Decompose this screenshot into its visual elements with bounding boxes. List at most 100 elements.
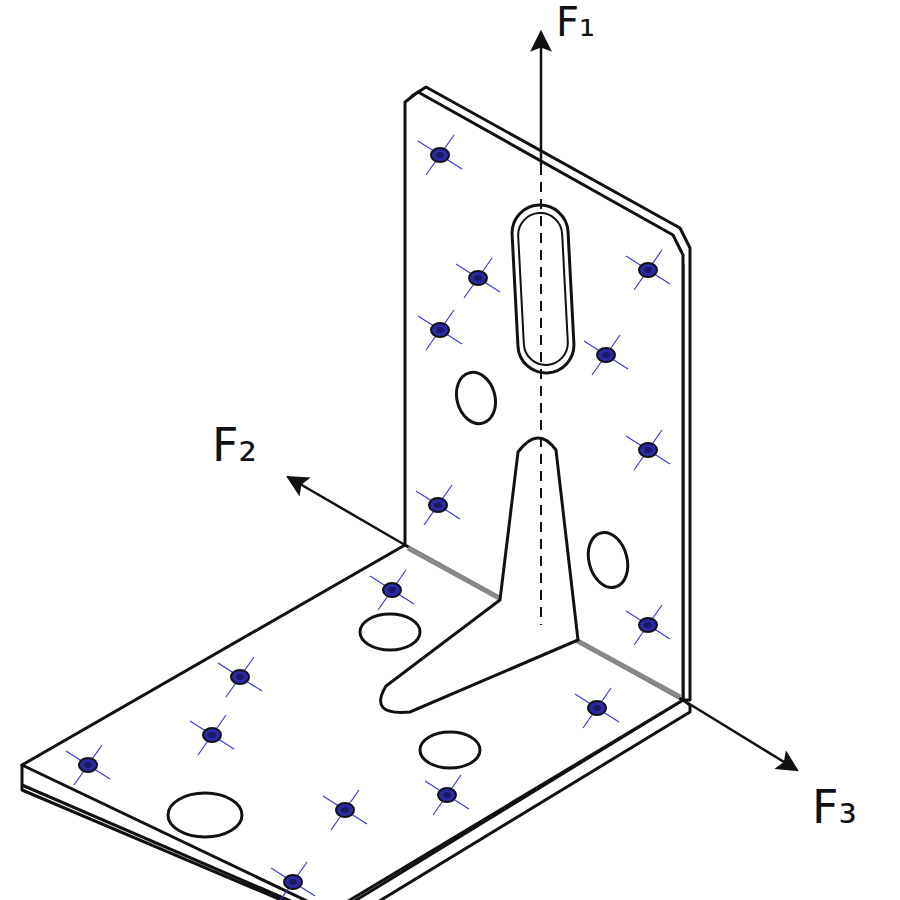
- nail-hole-core: [84, 762, 92, 768]
- force-label: F₂: [212, 420, 257, 471]
- force-label: F₃: [812, 782, 857, 833]
- cross-mark: [271, 868, 315, 896]
- force-label: F₁: [556, 0, 595, 44]
- cross-mark: [634, 430, 662, 470]
- cross-mark: [592, 335, 620, 375]
- nail-hole-core: [644, 267, 652, 273]
- cross-mark: [626, 256, 670, 284]
- nail-hole-core: [436, 152, 444, 158]
- cross-mark: [370, 576, 414, 604]
- nail-hole-core: [436, 327, 444, 333]
- slot-hole: [511, 204, 576, 375]
- nail-hole-core: [236, 674, 244, 680]
- cross-mark: [426, 310, 454, 350]
- cross-mark: [424, 485, 452, 525]
- force-arrow: [683, 700, 797, 770]
- cross-mark: [331, 790, 359, 830]
- nail-hole: [418, 310, 462, 350]
- cross-mark: [226, 657, 254, 697]
- bracket-body: [22, 87, 690, 900]
- nail-hole-rim: [639, 443, 657, 457]
- round-hole: [582, 528, 633, 592]
- nail-hole: [418, 135, 462, 175]
- nail-hole-rim: [639, 263, 657, 277]
- nail-hole: [323, 790, 367, 830]
- nail-holes: [66, 135, 670, 900]
- nail-hole: [626, 430, 670, 470]
- cross-mark: [378, 570, 406, 610]
- nail-hole: [416, 485, 460, 525]
- nail-hole-core: [434, 502, 442, 508]
- cross-mark: [575, 694, 619, 722]
- nail-hole-rim: [383, 583, 401, 597]
- cross-mark: [190, 721, 234, 749]
- nail-hole-rim: [429, 498, 447, 512]
- nail-hole-rim: [588, 701, 606, 715]
- nail-hole: [218, 657, 262, 697]
- nail-hole: [584, 335, 628, 375]
- nail-hole-core: [602, 352, 610, 358]
- cross-mark: [456, 264, 500, 292]
- round-hole: [360, 614, 420, 650]
- force-arrow: [540, 32, 543, 165]
- cross-mark: [464, 258, 492, 298]
- nail-hole-rim: [438, 788, 456, 802]
- nail-hole: [456, 258, 500, 298]
- cross-mark: [584, 341, 628, 369]
- round-hole: [451, 368, 501, 428]
- cross-mark: [425, 781, 469, 809]
- nail-hole-rim: [336, 803, 354, 817]
- nail-hole-core: [208, 732, 216, 738]
- cross-mark: [426, 135, 454, 175]
- nail-hole-core: [388, 587, 396, 593]
- nail-hole: [271, 862, 315, 900]
- nail-hole: [626, 605, 670, 645]
- nail-hole: [66, 745, 110, 785]
- nail-hole-rim: [597, 348, 615, 362]
- round-hole: [168, 793, 242, 837]
- cross-mark: [626, 436, 670, 464]
- holes: [168, 204, 634, 837]
- nail-hole-rim: [284, 875, 302, 889]
- nail-hole-core: [644, 447, 652, 453]
- cross-mark: [634, 605, 662, 645]
- axis-line: [540, 165, 542, 625]
- nail-hole: [626, 250, 670, 290]
- nail-hole-core: [443, 792, 451, 798]
- nail-hole-rim: [203, 728, 221, 742]
- cross-mark: [218, 663, 262, 691]
- nail-hole-core: [474, 275, 482, 281]
- cross-mark: [626, 611, 670, 639]
- round-hole: [420, 732, 480, 768]
- nail-hole-rim: [231, 670, 249, 684]
- cross-mark: [198, 715, 226, 755]
- force-arrow: [288, 477, 405, 545]
- cross-mark: [416, 491, 460, 519]
- nail-hole-rim: [79, 758, 97, 772]
- cross-mark: [583, 688, 611, 728]
- nail-hole-rim: [431, 323, 449, 337]
- cross-mark: [279, 862, 307, 900]
- nail-hole-core: [341, 807, 349, 813]
- nail-hole: [425, 775, 469, 815]
- cross-mark: [418, 316, 462, 344]
- nail-hole-rim: [431, 148, 449, 162]
- nail-hole: [190, 715, 234, 755]
- cross-mark: [74, 745, 102, 785]
- cross-mark: [634, 250, 662, 290]
- nail-hole-core: [593, 705, 601, 711]
- cross-mark: [418, 141, 462, 169]
- nail-hole-core: [289, 879, 297, 885]
- nail-hole-rim: [469, 271, 487, 285]
- nail-hole: [370, 570, 414, 610]
- cross-mark: [433, 775, 461, 815]
- slot-hole: [517, 212, 569, 366]
- stiffener-cutout: [381, 438, 578, 712]
- nail-hole: [575, 688, 619, 728]
- nail-hole-rim: [639, 618, 657, 632]
- cross-mark: [66, 751, 110, 779]
- cross-mark: [323, 796, 367, 824]
- nail-hole-core: [644, 622, 652, 628]
